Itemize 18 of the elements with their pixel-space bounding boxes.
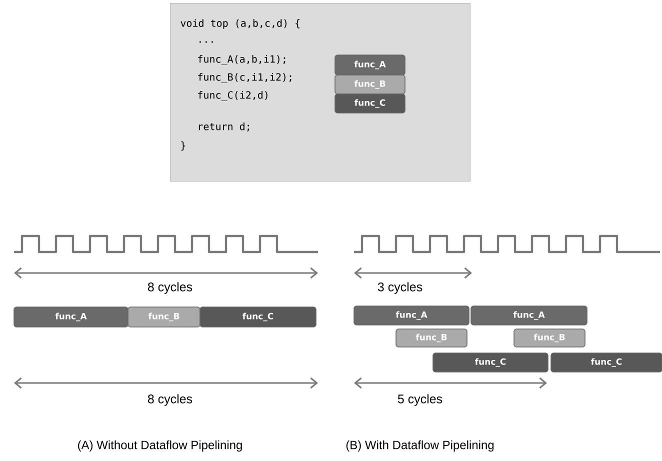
function-bar: func_B <box>514 328 586 348</box>
caption: (B) With Dataflow Pipelining <box>346 440 494 452</box>
cycle-count-label: 3 cycles <box>378 282 422 294</box>
function-bar: func_C <box>334 94 406 114</box>
function-bar: func_B <box>396 328 468 348</box>
function-bar: func_A <box>354 306 470 326</box>
function-bar: func_B <box>128 306 200 328</box>
function-bar: func_C <box>432 352 548 372</box>
function-bar: func_A <box>470 306 588 326</box>
function-bar: func_C <box>200 306 316 328</box>
function-bar: func_B <box>334 74 406 94</box>
function-bar: func_A <box>14 306 128 328</box>
function-bar: func_A <box>334 54 406 76</box>
caption: (A) Without Dataflow Pipelining <box>78 440 242 452</box>
cycle-count-label: 8 cycles <box>148 282 192 294</box>
cycle-count-label: 5 cycles <box>398 394 442 406</box>
cycle-count-label: 8 cycles <box>148 394 192 406</box>
function-bar: func_C <box>550 352 662 372</box>
